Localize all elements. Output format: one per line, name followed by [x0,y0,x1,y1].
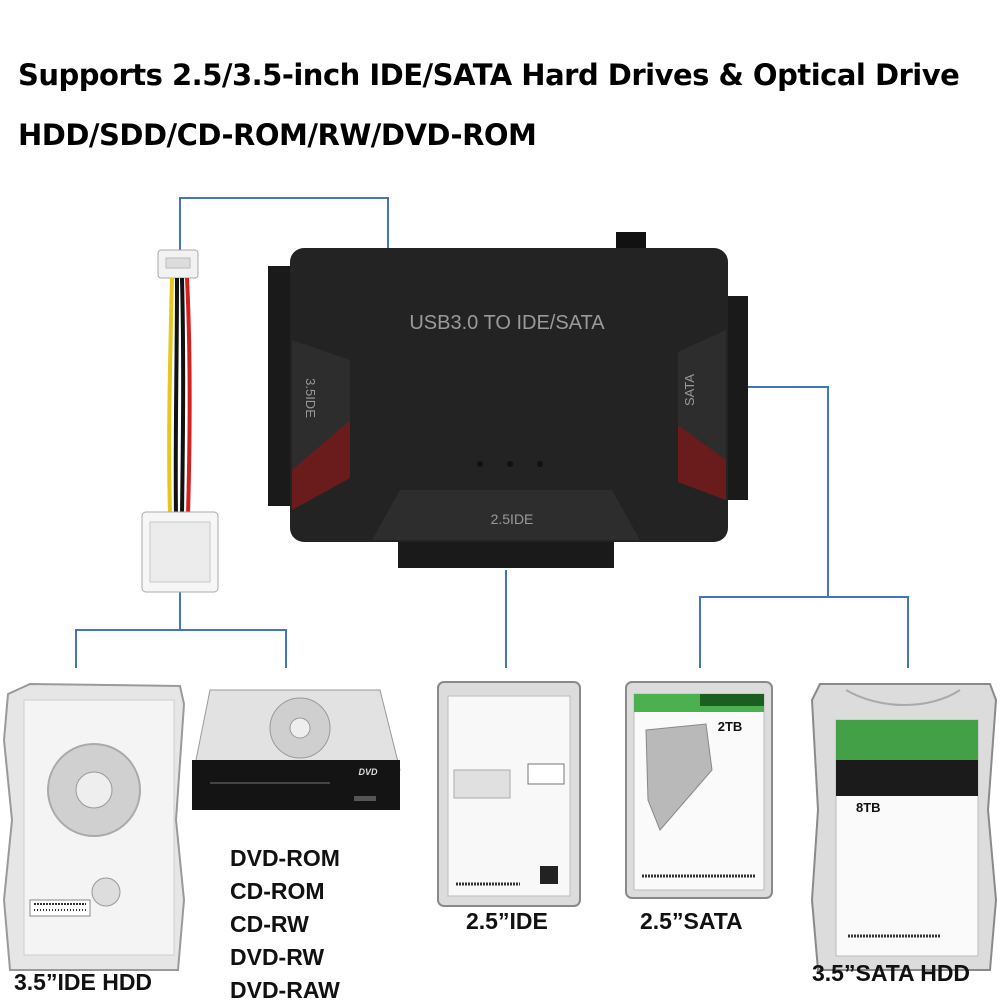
adapter-device: USB3.0 TO IDE/SATA 3.5IDE SATA 2.5IDE [268,232,748,568]
adapter-port-sata-label: SATA [682,374,697,406]
dvd-logo: DVD [358,767,378,777]
recycle-icon [540,866,558,884]
optical-front-panel [192,760,400,810]
optical-format: DVD-RW [230,944,325,970]
adapter-body [290,248,728,542]
adapter-port-35ide-label: 3.5IDE [303,378,318,418]
power-to-adapter-line [179,197,389,250]
caption-35-sata-hdd: 3.5”SATA HDD [812,960,971,986]
optical-drive: DVD [192,689,401,810]
optical-format: CD-RW [230,911,309,937]
power-to-35ide-line [75,592,181,668]
caption-25-ide: 2.5”IDE [466,908,548,934]
connector-lines [75,197,909,668]
hdd-35-ide [2,682,186,971]
headline-line-1: Supports 2.5/3.5-inch IDE/SATA Hard Driv… [18,58,960,92]
eject-button [354,796,376,801]
caption-35-ide-hdd: 3.5”IDE HDD [14,969,153,995]
optical-format: DVD-ROM [230,845,340,871]
caption-25-sata: 2.5”SATA [640,908,743,934]
optical-format: CD-ROM [230,878,325,904]
power-to-optical-line [180,629,287,668]
drive-green-band [836,720,978,760]
optical-format: DVD-RAW [230,977,340,1003]
headline-line-2: HDD/SDD/CD-ROM/RW/DVD-ROM [18,118,537,152]
power-cable [141,249,219,593]
adapter-to-35sata-line [828,596,909,668]
hdd-35-sata: 8TB [810,683,998,971]
optical-format-list: DVD-ROM CD-ROM CD-RW DVD-RW DVD-RAW [230,842,340,1007]
hdd-35-sata-capacity: 8TB [856,800,881,815]
hdd-25-ide [437,681,581,907]
hdd-25-sata: 2TB [625,681,773,899]
adapter-title: USB3.0 TO IDE/SATA [409,312,605,334]
hdd-25-sata-capacity: 2TB [718,719,743,734]
adapter-port-25ide-label: 2.5IDE [491,511,534,527]
